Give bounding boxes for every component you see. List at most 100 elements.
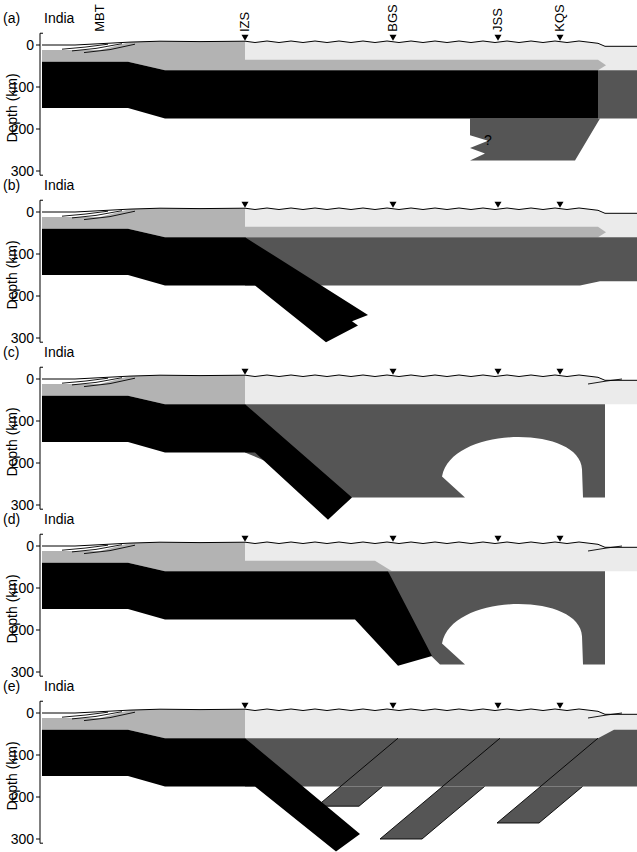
axis-tick — [40, 342, 43, 343]
tick-label: 200 — [11, 789, 34, 805]
thrust-fault — [84, 44, 135, 52]
thrust-fault — [72, 712, 122, 719]
suture-label: KQS — [552, 5, 568, 32]
axis-tick — [40, 509, 43, 510]
axis-tick — [36, 839, 40, 840]
axis-tick — [36, 87, 40, 88]
axis-tick — [36, 171, 40, 172]
station-marker — [390, 369, 397, 375]
station-marker — [242, 202, 249, 208]
panel-label: (e) — [3, 678, 20, 694]
panel-label: (a) — [3, 10, 20, 26]
indian-slab — [42, 563, 432, 666]
station-marker — [242, 536, 249, 542]
tibetan-crust — [245, 208, 637, 237]
slab-outline — [380, 738, 500, 839]
station-marker — [495, 35, 502, 41]
axis-tick — [36, 505, 40, 506]
station-marker — [242, 703, 249, 709]
thrust-fault — [62, 545, 108, 550]
asian-slab — [497, 787, 583, 824]
tick-label: 100 — [11, 246, 34, 262]
suture-label: BGS — [385, 5, 401, 32]
indian-slab — [42, 396, 352, 520]
suture-label: JSS — [490, 8, 506, 32]
thrust-fault — [72, 378, 122, 385]
station-marker — [557, 202, 564, 208]
asian-mantle — [598, 70, 637, 118]
tick-label: 300 — [11, 330, 34, 346]
axis-tick — [40, 701, 43, 702]
axis-tick — [36, 672, 40, 673]
station-marker — [390, 202, 397, 208]
tick-label: 100 — [11, 79, 34, 95]
tibetan-crust — [245, 709, 637, 738]
tick-label: 200 — [11, 288, 34, 304]
indian-slab — [42, 730, 360, 852]
station-marker — [495, 369, 502, 375]
tick-label: 0 — [26, 538, 34, 554]
axis-tick — [36, 421, 40, 422]
axis-tick — [36, 379, 40, 380]
tibetan-crust — [245, 542, 637, 571]
panel-label: India — [44, 511, 74, 527]
thrust-fault — [84, 378, 135, 386]
indian-slab — [42, 229, 368, 342]
thrust-fault — [62, 712, 108, 717]
axis-tick — [36, 797, 40, 798]
station-marker — [242, 369, 249, 375]
panel-label: (d) — [3, 511, 20, 527]
thrust-fault — [588, 546, 622, 551]
station-marker — [495, 703, 502, 709]
slab-outline — [317, 738, 398, 806]
depth-axis — [40, 534, 41, 676]
panel-label: India — [44, 177, 74, 193]
station-marker — [557, 369, 564, 375]
station-marker — [390, 703, 397, 709]
thrust-fault — [84, 712, 135, 720]
tick-label: 200 — [11, 455, 34, 471]
tick-label: 100 — [11, 580, 34, 596]
underthrust-crust — [245, 561, 392, 572]
station-marker — [495, 202, 502, 208]
asian-mantle — [245, 730, 637, 787]
tick-label: 100 — [11, 413, 34, 429]
axis-tick — [40, 200, 43, 201]
station-marker — [557, 35, 564, 41]
axis-tick — [36, 463, 40, 464]
station-marker — [495, 536, 502, 542]
tick-label: 300 — [11, 664, 34, 680]
station-marker — [557, 703, 564, 709]
station-marker — [390, 35, 397, 41]
panel-label: India — [44, 10, 74, 26]
axis-tick — [40, 33, 43, 34]
thrust-fault — [84, 211, 135, 219]
suture-label: IZS — [237, 12, 253, 32]
depth-axis — [40, 200, 41, 342]
thrust-fault — [588, 713, 622, 718]
tick-label: 300 — [11, 831, 34, 847]
axis-tick — [36, 296, 40, 297]
axis-tick — [36, 129, 40, 130]
axis-tick — [36, 713, 40, 714]
tick-label: 300 — [11, 163, 34, 179]
panel-label: (b) — [3, 177, 20, 193]
asian-slab — [380, 787, 485, 840]
thrust-fault — [62, 211, 108, 216]
thrust-fault — [588, 379, 622, 384]
panel-label: India — [44, 344, 74, 360]
query-mark: ? — [484, 132, 492, 148]
tibetan-crust — [245, 41, 637, 70]
axis-tick — [40, 534, 43, 535]
slab-outline — [497, 738, 598, 823]
axis-tick — [36, 212, 40, 213]
tick-label: 0 — [26, 204, 34, 220]
axis-tick — [36, 254, 40, 255]
axis-tick — [40, 367, 43, 368]
thrust-fault — [62, 378, 108, 383]
tick-label: 200 — [11, 121, 34, 137]
axis-tick — [36, 338, 40, 339]
mantle-anomaly — [470, 119, 600, 161]
